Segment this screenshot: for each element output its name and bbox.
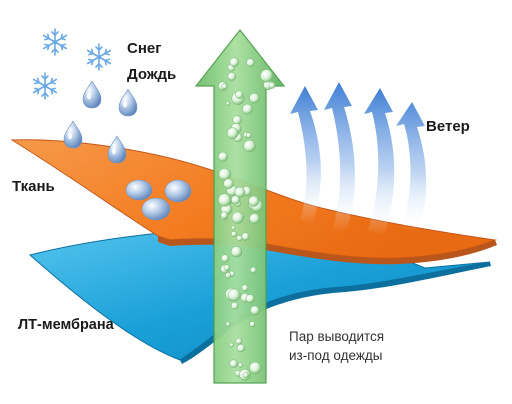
vapor-bubble: [236, 344, 246, 353]
wind-arrow-icon: [290, 82, 427, 236]
vapor-bubble: [238, 362, 243, 368]
vapor-bubble: [221, 254, 230, 263]
vapor-bubble: [218, 193, 232, 207]
label-wind: Ветер: [426, 118, 470, 135]
vapor-bubble: [229, 342, 234, 348]
vapor-bubble: [236, 235, 243, 242]
vapor-bubble: [235, 90, 244, 99]
membrane-edge: [180, 262, 491, 364]
vapor-bubble: [248, 195, 260, 207]
vapor-bubble: [230, 301, 239, 310]
label-fabric: Ткань: [12, 178, 55, 195]
vapor-bubble: [246, 58, 255, 67]
vapor-bubble: [225, 101, 231, 106]
vapor-caption-line-1: Пар выводится: [289, 329, 385, 344]
vapor-arrow-icon: [194, 29, 286, 384]
vapor-bubble: [260, 69, 274, 83]
snowflake-icon: [32, 28, 112, 100]
vapor-bubble: [250, 266, 257, 274]
vapor-bubble: [249, 213, 260, 224]
vapor-bubble: [234, 186, 246, 198]
vapor-bubble: [242, 103, 253, 115]
vapor-bubble: [230, 225, 236, 231]
label-membrane: ЛТ-мембрана: [18, 317, 114, 333]
vapor-bubble: [241, 232, 250, 241]
label-rain: Дождь: [127, 66, 177, 83]
vapor-bubble: [243, 139, 256, 153]
vapor-bubble: [230, 231, 237, 237]
vapor-bubble: [245, 294, 255, 304]
vapor-bubble: [227, 72, 237, 81]
vapor-bubble: [235, 337, 243, 345]
vapor-bubble: [221, 83, 228, 90]
vapor-bubble: [218, 168, 232, 181]
label-snow: Снег: [127, 40, 162, 57]
vapor-bubble: [220, 211, 229, 220]
vapor-bubble: [268, 82, 276, 89]
vapor-bubble: [223, 178, 234, 189]
vapor-bubble: [249, 361, 262, 375]
vapor-caption-line-2: из-под одежды: [289, 348, 383, 363]
vapor-caption: Пар выводится из-под одежды: [289, 327, 384, 365]
vapor-bubble: [229, 57, 240, 68]
vapor-bubble: [223, 264, 231, 271]
vapor-bubble: [226, 127, 239, 139]
water-beads: [125, 179, 192, 221]
vapor-bubble: [245, 132, 252, 139]
vapor-bubble: [231, 211, 244, 224]
vapor-bubble: [249, 321, 256, 328]
vapor-bubble: [242, 372, 249, 378]
vapor-bubble: [230, 246, 243, 258]
vapor-bubble: [227, 288, 241, 302]
vapor-bubble: [249, 92, 260, 104]
vapor-bubble: [241, 284, 249, 292]
vapor-bubble: [218, 151, 229, 162]
vapor-bubble: [225, 321, 231, 327]
vapor-bubble: [225, 272, 232, 279]
vapor-bubble: [229, 359, 238, 368]
vapor-bubble: [250, 305, 260, 316]
